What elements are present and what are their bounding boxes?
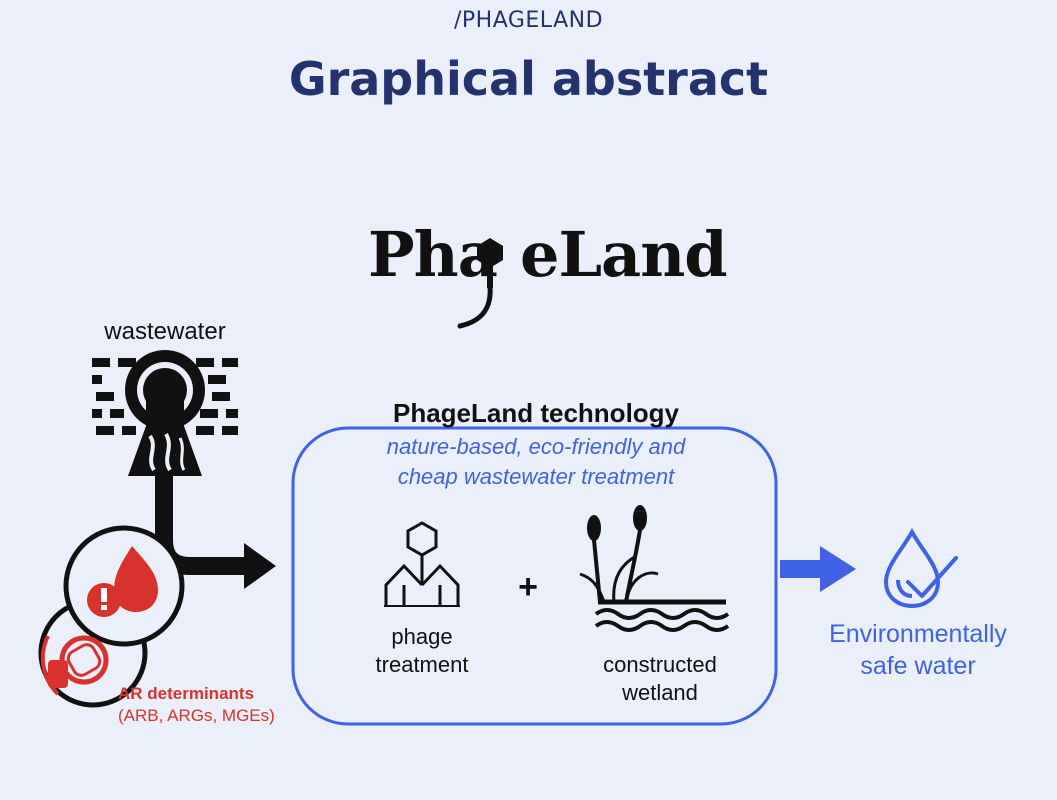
logo-phage-icon — [457, 238, 503, 329]
ar-determinants-title: AR determinants — [118, 684, 255, 703]
ar-determinants-icon — [38, 525, 185, 708]
sewer-pipe-icon — [125, 350, 205, 476]
page-title: Graphical abstract — [288, 52, 769, 106]
plus-sign: + — [518, 568, 538, 606]
technology-subtitle-line2: cheap wastewater treatment — [397, 464, 675, 489]
output-arrow-icon — [780, 546, 856, 592]
technology-subtitle-line1: nature-based, eco-friendly and — [386, 434, 686, 459]
section-eyebrow: /PHAGELAND — [453, 8, 604, 33]
wetland-label-line2: wetland — [622, 680, 698, 705]
technology-box — [291, 426, 778, 726]
logo-text-right: eLand — [520, 218, 728, 291]
wetland-icon — [579, 505, 730, 632]
phage-label-line1: phage — [391, 624, 453, 649]
safe-water-drop-icon — [883, 527, 958, 609]
phage-icon — [384, 521, 460, 607]
wastewater-label: wastewater — [104, 318, 226, 345]
technology-title: PhageLand technology — [392, 398, 680, 428]
phage-label-line2: treatment — [375, 652, 469, 677]
brick-wall-icon — [92, 358, 238, 435]
wetland-label-line1: constructed — [603, 652, 717, 677]
logo-text-left: Pha — [368, 218, 498, 291]
ar-determinants-subtitle: (ARB, ARGs, MGEs) — [118, 706, 275, 725]
output-label-line2: safe water — [860, 652, 976, 680]
output-label-line1: Environmentally — [829, 620, 1007, 648]
